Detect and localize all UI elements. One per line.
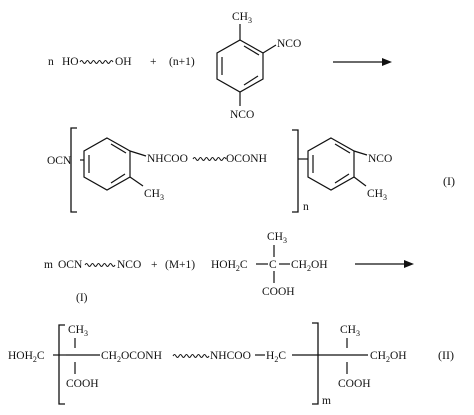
isocyanate-group: OCN [58,259,83,271]
urethane-chain: CH2OCONH [101,350,162,364]
repeat-count: m [322,395,331,407]
methylene-group: H2C [266,350,286,364]
isocyanate-bond [262,44,277,54]
methyl-group: CH3 [340,324,360,338]
right-bracket [312,322,319,405]
hydroxymethyl-group: HOH2C [8,350,45,364]
repeat-count: n [303,201,309,213]
wavy-chain [84,263,116,267]
wavy-chain [192,157,227,161]
isocyanate-group: OCN [47,155,72,167]
dmpa-coefficient: (M+1) [165,259,195,271]
isocyanate-bond [353,150,368,156]
benzene-ring [216,39,264,93]
tdi-coefficient: (n+1) [169,56,195,68]
n-coefficient: n [48,56,54,68]
urethane-group: NHCOO [147,153,188,165]
wavy-chain [79,60,114,64]
methyl-group: CH3 [267,231,287,245]
reactant-label: (I) [76,292,88,304]
product-1: OCN NHCOO OCONH CH3 n NCO CH3 (I) [47,127,455,213]
oh-group: OH [115,56,132,68]
plus-sign: + [151,259,158,271]
arrow-head [404,260,414,268]
carboxyl-group: COOH [66,378,99,390]
urethane-bond [129,150,147,157]
methyl-group: CH3 [68,324,88,338]
isocyanate-group: NCO [230,109,254,121]
carboxyl-group: COOH [262,286,295,298]
methyl-group: CH3 [232,11,252,25]
left-bracket [58,324,65,405]
hydroxymethyl-group: CH2OH [370,350,407,364]
m-coefficient: m [44,259,53,271]
plus-sign: + [150,56,157,68]
methyl-group: CH3 [144,188,164,202]
urethane-group: OCONH [226,153,267,165]
hydroxymethyl-group: CH2OH [291,259,328,273]
compound-label: (I) [443,174,455,188]
left-bracket [70,127,77,213]
reaction-2: m OCN NCO + (M+1) (I) CH3 HOH2C C CH2OH … [44,231,414,304]
methyl-bond [353,176,367,187]
methyl-group: CH3 [367,188,387,202]
hydroxymethyl-group: HOH2C [211,259,248,273]
ho-group: HO [62,56,79,68]
product-2: HOH2C CH3 COOH CH2OCONH NHCOO H2C m CH3 … [8,322,454,407]
urethane-group: NHCOO [210,350,251,362]
isocyanate-group: NCO [368,153,392,165]
wavy-chain [172,354,210,358]
isocyanate-group: NCO [117,259,141,271]
benzene-ring [83,137,131,191]
reaction-1: n HO OH + (n+1) CH3 NCO NCO [48,11,392,121]
isocyanate-group: NCO [277,38,301,50]
quaternary-carbon: C [269,259,277,271]
right-bracket [292,129,299,213]
carboxyl-group: COOH [338,378,371,390]
methyl-bond [129,176,144,187]
arrow-head [382,58,392,66]
compound-label: (II) [438,348,454,362]
benzene-ring [307,137,355,191]
